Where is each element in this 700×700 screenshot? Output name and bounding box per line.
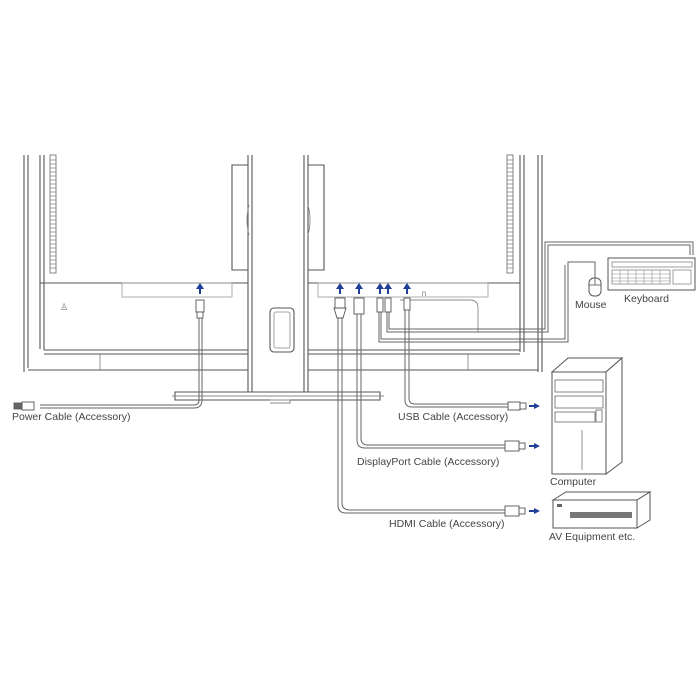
mouse-icon xyxy=(588,277,602,297)
keyboard-icon xyxy=(607,257,696,291)
monitor-back: ♙ ∩ xyxy=(23,154,543,404)
hdmi-cable xyxy=(333,297,540,517)
vent-right xyxy=(506,154,514,274)
arrow-up-icon xyxy=(355,283,363,294)
keyboard-label: Keyboard xyxy=(624,293,669,305)
hdmi-cable-label: HDMI Cable (Accessory) xyxy=(389,518,505,530)
computer-label: Computer xyxy=(550,476,597,488)
av-equipment-icon xyxy=(551,491,652,529)
arrow-up-icon xyxy=(336,283,344,294)
arrow-right-icon xyxy=(529,403,540,409)
mouse-label: Mouse xyxy=(575,299,607,311)
displayport-cable-label: DisplayPort Cable (Accessory) xyxy=(357,456,500,468)
displayport-cable xyxy=(353,297,540,452)
power-cable-label: Power Cable (Accessory) xyxy=(12,411,131,423)
arrow-up-icon xyxy=(376,283,384,294)
arrow-right-icon xyxy=(529,443,540,449)
usb-upstream-cable xyxy=(403,297,540,411)
port-arrows xyxy=(196,283,411,294)
usb-cable-label: USB Cable (Accessory) xyxy=(398,411,509,423)
stand-base xyxy=(172,391,384,404)
computer-icon xyxy=(550,356,624,475)
lock-icon: ♙ xyxy=(60,303,68,313)
av-equipment-label: AV Equipment etc. xyxy=(549,531,636,543)
stand-column xyxy=(231,155,325,392)
headphone-icon: ∩ xyxy=(421,289,427,298)
vent-left xyxy=(49,154,57,274)
arrow-right-icon xyxy=(529,508,540,514)
arrow-up-icon xyxy=(196,283,204,294)
arrow-up-icon xyxy=(403,283,411,294)
usb-downstream-cables xyxy=(376,241,694,343)
arrow-up-icon xyxy=(384,283,392,294)
power-cable xyxy=(13,299,205,411)
